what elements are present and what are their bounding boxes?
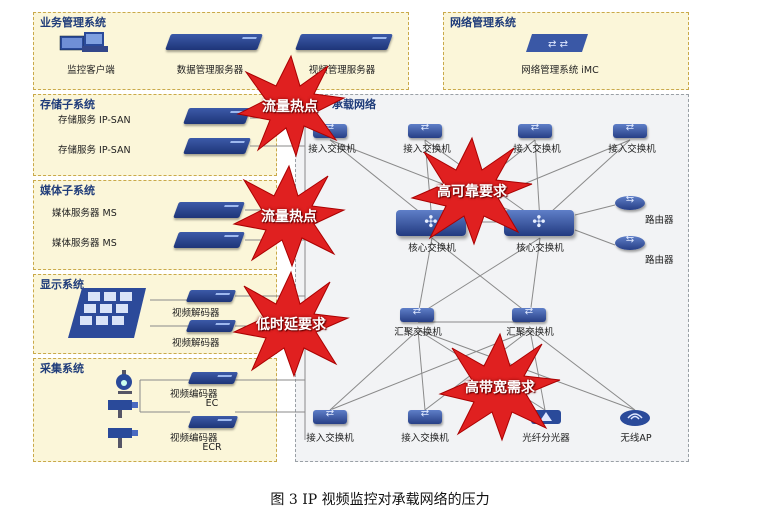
box-camera2-icon [108,428,138,448]
high-bandwidth-burst [438,332,561,442]
core-switch-2-label: 核心交换机 [516,243,564,254]
high-reliability-burst [410,136,533,246]
client-label: 监控客户端 [67,65,115,76]
svg-text:⇄ ⇄: ⇄ ⇄ [548,39,568,50]
display-panel: 显示系统 [33,274,277,354]
media-server1-label: 媒体服务器 MS [52,208,117,219]
access-switch-top-3-label: 接入交换机 [513,144,561,155]
figure-caption: 图 3 IP 视频监控对承载网络的压力 [270,492,490,508]
imc-label: 网络管理系统 iMC [521,65,599,76]
access-switch-top-4-icon [613,122,647,138]
low-latency-label: 低时延要求 [256,317,326,333]
carrier-network-title: 承载网络 [332,98,376,111]
business-panel-title: 业务管理系统 [40,16,106,29]
data-server-icon [165,34,263,50]
low-latency-burst [232,270,350,378]
encoder2-sub-label: ECR [202,442,222,453]
decoder2-label: 视频解码器 [172,338,220,349]
access-switch-top-1-label: 接入交换机 [308,144,356,155]
encoder2-icon [187,416,239,428]
wireless-ap-label: 无线AP [620,433,652,444]
decoder2-icon [185,320,237,332]
data-server-label: 数据管理服务器 [176,65,244,76]
router-2-label: 路由器 [645,255,674,266]
wireless-ap-icon [620,410,650,426]
storage-panel-title: 存储子系统 [40,98,95,111]
aggregation-switch-2-icon [512,306,546,322]
media-server2-label: 媒体服务器 MS [52,238,117,249]
access-switch-top-3-icon [518,122,552,138]
aggregation-switch-2-label: 汇聚交换机 [506,327,554,338]
media-panel-title: 媒体子系统 [40,184,95,197]
access-switch-top-2-label: 接入交换机 [403,144,451,155]
encoder1-icon [187,372,239,384]
router-1-label: 路由器 [645,215,674,226]
high-reliability-label: 高可靠要求 [437,184,507,200]
encoder2-label: 视频编码器 [170,433,218,444]
netmgmt-panel-title: 网络管理系统 [450,16,516,29]
storage-server2-label: 存储服务 IP-SAN [58,145,131,156]
core-switch-1-label: 核心交换机 [408,243,456,254]
access-switch-bottom-1-label: 接入交换机 [306,433,354,444]
traffic-hotspot-2-burst [232,164,346,268]
capture-panel-title: 采集系统 [40,362,84,375]
storage-server1-label: 存储服务 IP-SAN [58,115,131,126]
traffic-hotspot-1-burst [236,54,346,158]
access-switch-bottom-1-icon [313,408,347,424]
access-switch-bottom-2-icon [408,408,442,424]
high-bandwidth-label: 高带宽需求 [465,380,535,396]
decoder1-icon [185,290,237,302]
aggregation-switch-1-icon [400,306,434,322]
encoder1-label: 视频编码器 [170,389,218,400]
media-panel: 媒体子系统 [33,180,277,270]
access-switch-top-2-icon [408,122,442,138]
router-1-icon [615,194,645,210]
decoder1-label: 视频解码器 [172,308,220,319]
access-switch-bottom-2-label: 接入交换机 [401,433,449,444]
box-camera1-icon [108,400,138,418]
ptz-camera-icon [116,370,132,394]
aggregation-switch-1-label: 汇聚交换机 [394,327,442,338]
display-panel-title: 显示系统 [40,278,84,291]
encoder1-sub-label: EC [205,398,219,409]
access-switch-top-4-label: 接入交换机 [608,144,656,155]
imc-icon: ⇄ ⇄ [526,34,588,52]
monitor-client-icon [59,32,108,52]
video-server-icon [295,34,393,50]
video-server-label: 视频管理服务器 [308,65,376,76]
core-switch-2-icon [504,210,574,236]
optical-splitter-label: 光纤分光器 [522,433,570,444]
traffic-hotspot-1-label: 流量热点 [262,99,318,115]
traffic-hotspot-2-label: 流量热点 [261,209,317,225]
router-2-icon [615,234,645,250]
video-wall-icon [68,288,146,338]
